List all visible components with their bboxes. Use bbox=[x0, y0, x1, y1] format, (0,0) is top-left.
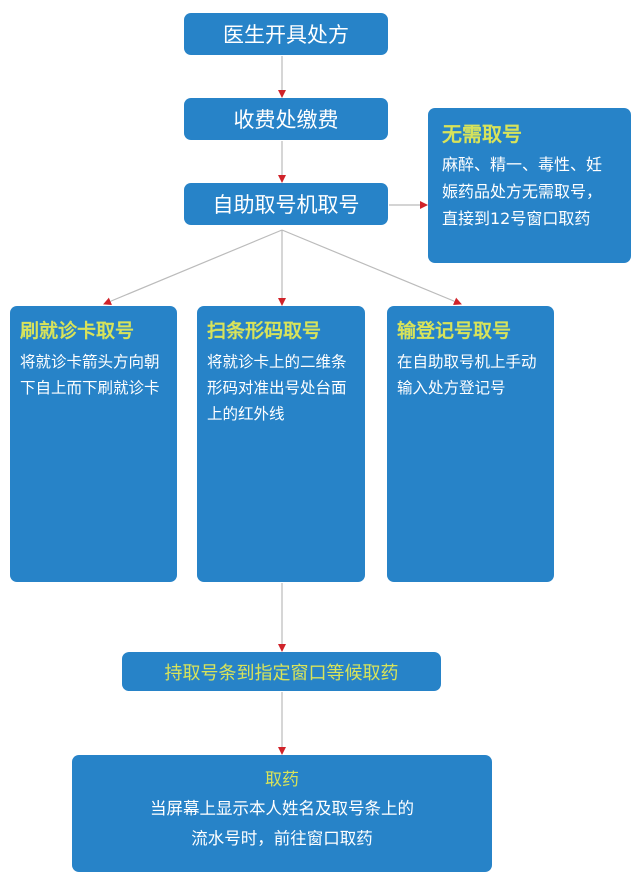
final-title: 取药 bbox=[265, 770, 299, 790]
method-card: 刷就诊卡取号 将就诊卡箭头方向朝下自上而下刷就诊卡 bbox=[10, 306, 177, 582]
step-doctor-prescription: 医生开具处方 bbox=[184, 13, 388, 55]
step-label: 持取号条到指定窗口等候取药 bbox=[164, 662, 399, 684]
method-body: 在自助取号机上手动输入处方登记号 bbox=[397, 353, 537, 397]
arrow-machine-to-card bbox=[103, 229, 283, 306]
step-wait-at-window: 持取号条到指定窗口等候取药 bbox=[122, 652, 441, 691]
arrow-machine-to-register bbox=[281, 229, 462, 306]
method-title: 输登记号取号 bbox=[397, 320, 512, 342]
final-body: 当屏幕上显示本人姓名及取号条上的流水号时，前往窗口取药 bbox=[150, 799, 414, 848]
method-register-number: 输登记号取号 在自助取号机上手动输入处方登记号 bbox=[387, 306, 554, 582]
no-number-body: 麻醉、精一、毒性、妊娠药品处方无需取号，直接到12号窗口取药 bbox=[442, 155, 603, 228]
final-step-box: 取药 当屏幕上显示本人姓名及取号条上的流水号时，前往窗口取药 bbox=[72, 755, 492, 872]
no-number-title: 无需取号 bbox=[442, 122, 522, 146]
step-payment: 收费处缴费 bbox=[184, 98, 388, 140]
method-title: 扫条形码取号 bbox=[207, 320, 322, 342]
step-label: 自助取号机取号 bbox=[212, 193, 360, 217]
method-body: 将就诊卡箭头方向朝下自上而下刷就诊卡 bbox=[20, 353, 160, 397]
method-barcode: 扫条形码取号 将就诊卡上的二维条形码对准出号处台面上的红外线 bbox=[197, 306, 365, 582]
step-self-service-machine: 自助取号机取号 bbox=[184, 183, 388, 225]
step-label: 收费处缴费 bbox=[233, 108, 339, 132]
method-body: 将就诊卡上的二维条形码对准出号处台面上的红外线 bbox=[207, 353, 347, 423]
method-title: 刷就诊卡取号 bbox=[20, 320, 135, 342]
no-number-box: 无需取号 麻醉、精一、毒性、妊娠药品处方无需取号，直接到12号窗口取药 bbox=[428, 108, 631, 263]
step-label: 医生开具处方 bbox=[223, 23, 349, 47]
